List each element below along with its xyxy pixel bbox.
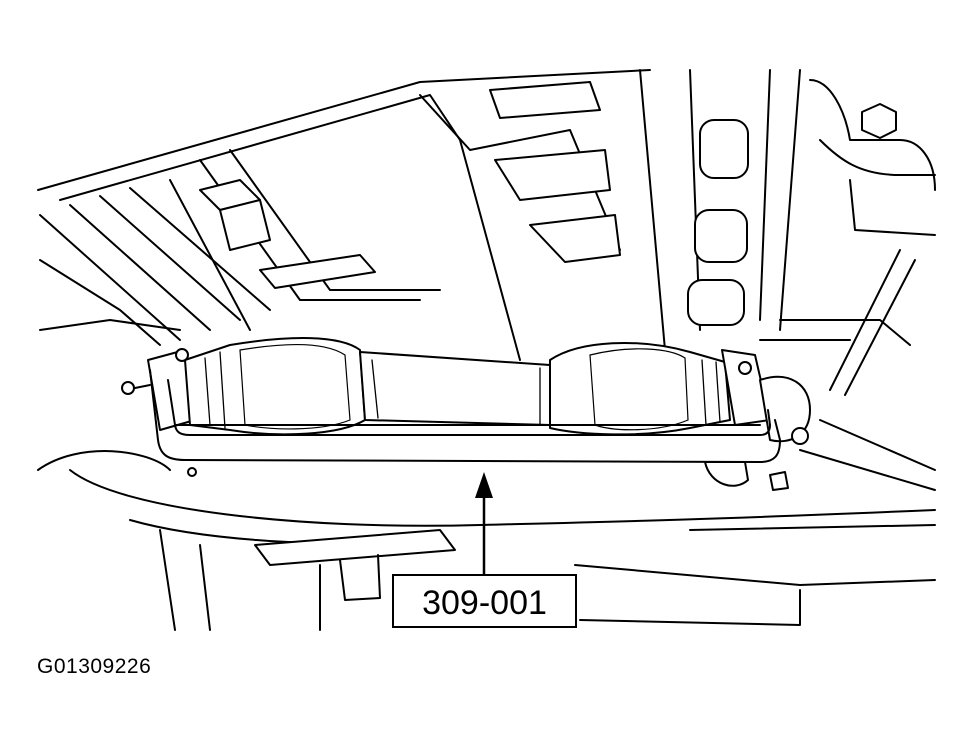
callout-label: 309-001	[392, 574, 577, 628]
callout-arrow	[475, 472, 493, 575]
callout-text: 309-001	[422, 584, 547, 622]
catalytic-converter-assembly	[121, 337, 811, 491]
lower-crossmember	[37, 450, 936, 631]
figure-id: G01309226	[37, 655, 152, 678]
vehicle-underbody	[37, 69, 936, 491]
support-tray-tool	[149, 369, 781, 477]
